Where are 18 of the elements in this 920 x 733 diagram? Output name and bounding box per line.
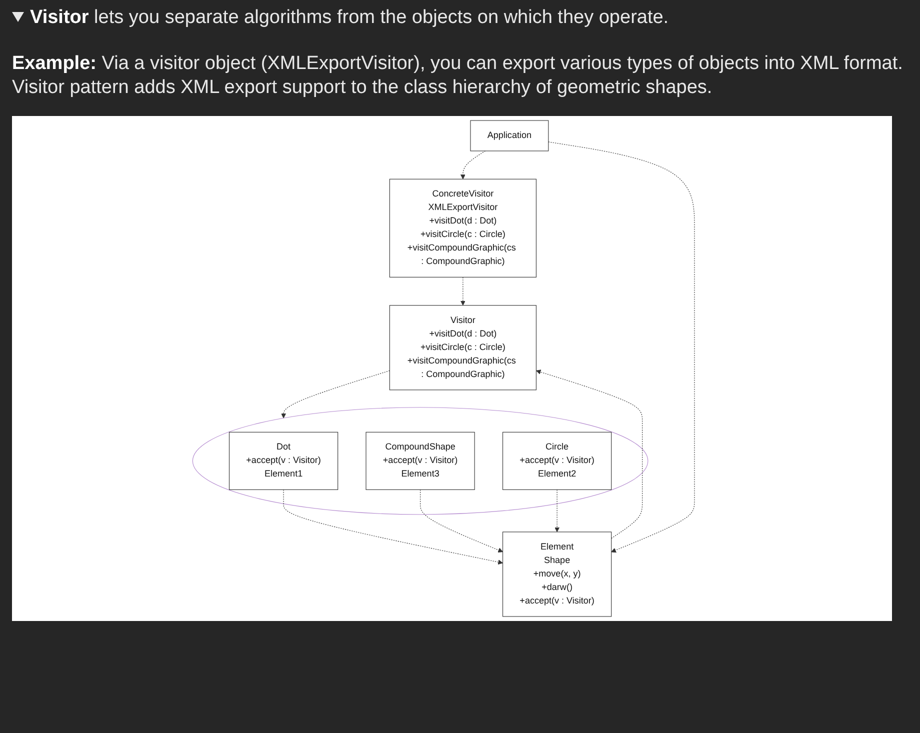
cluster	[192, 407, 648, 515]
arrow	[460, 150, 486, 180]
intro-text: Visitor lets you separate algorithms from the objects on which they operate.	[30, 6, 669, 30]
node-box: Dot +accept(v : Visitor) Element1	[228, 432, 338, 490]
arrow	[283, 489, 503, 565]
node-box: Circle +accept(v : Visitor) Element2	[502, 432, 612, 490]
arrow	[281, 370, 390, 418]
arrow	[548, 142, 695, 553]
arrow	[536, 370, 643, 539]
node-box: Visitor +visitDot(d : Dot) +visitCircle(c : Circle) +visitCompoundGraphic(cs : CompoundGraphic)	[389, 305, 536, 390]
node-box: CompoundShape +accept(v : Visitor) Element3	[366, 432, 475, 490]
arrow	[554, 489, 560, 532]
arrow	[460, 276, 466, 306]
node-box: ConcreteVisitor XMLExportVisitor +visitDot(d : Dot) +visitCircle(c : Circle) +visitCompoundGraphic(cs : CompoundGraphic)	[389, 178, 536, 278]
example-text: Example: Via a visitor object (XMLExportVisitor), you can export various types of objects into XML format. Visitor pattern adds XML export support to the class hierarchy of geometric shapes.	[12, 52, 904, 100]
arrow	[420, 489, 503, 552]
node-box: Element Shape +move(x, y) +darw() +accept(v : Visitor)	[502, 532, 612, 617]
node-box: Application	[470, 120, 549, 152]
